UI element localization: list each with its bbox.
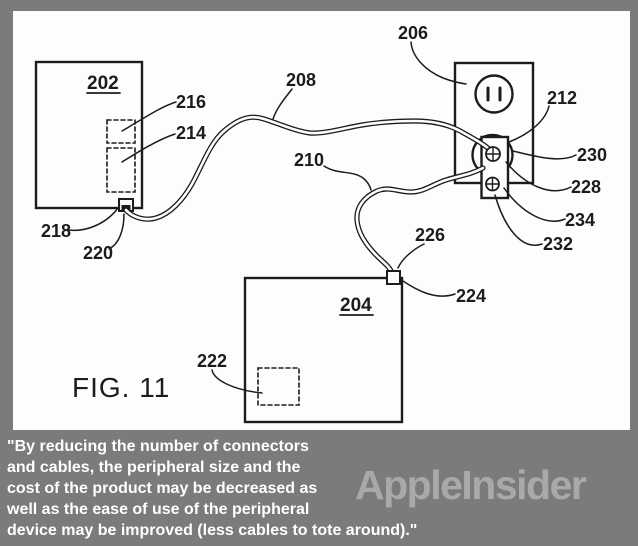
label-232: 232 xyxy=(543,234,573,254)
label-234: 234 xyxy=(565,210,595,230)
patent-figure-svg: 202 204 206 208 210 212 214 216 218 220 … xyxy=(13,11,630,430)
outlet-upper-receptacle xyxy=(474,74,514,114)
leader-218 xyxy=(68,207,119,232)
patent-figure-area: 202 204 206 208 210 212 214 216 218 220 … xyxy=(13,11,630,430)
leader-226 xyxy=(397,243,425,269)
caption-line: cost of the product may be decreased as xyxy=(7,480,318,497)
leader-208 xyxy=(272,88,293,120)
cable-210-core xyxy=(355,166,485,275)
label-224: 224 xyxy=(456,286,486,306)
label-216: 216 xyxy=(176,92,206,112)
caption-block: "By reducing the number of connectors an… xyxy=(7,436,567,541)
label-226: 226 xyxy=(415,225,445,245)
label-204: 204 xyxy=(340,295,372,316)
leader-224 xyxy=(402,280,456,297)
label-218: 218 xyxy=(41,221,71,241)
module-216-dashed-box xyxy=(106,119,136,144)
module-222-dashed-box xyxy=(257,367,300,406)
leader-222 xyxy=(211,369,263,394)
label-222: 222 xyxy=(197,351,227,371)
caption-line: well as the ease of use of the periphera… xyxy=(7,501,310,518)
leader-220 xyxy=(108,213,125,250)
screw-228-cross xyxy=(485,146,501,162)
screw-232-cross xyxy=(485,177,500,191)
label-214: 214 xyxy=(176,123,206,143)
label-230: 230 xyxy=(577,145,607,165)
leader-216 xyxy=(121,101,177,132)
label-228: 228 xyxy=(571,177,601,197)
leader-212 xyxy=(508,105,550,143)
caption-line: device may be improved (less cables to t… xyxy=(7,522,418,539)
label-202: 202 xyxy=(87,73,119,94)
leader-228 xyxy=(505,161,572,192)
leader-232 xyxy=(494,194,543,246)
cable-208-core xyxy=(124,115,494,221)
appleinsider-watermark: AppleInsider xyxy=(355,462,587,508)
caption-line: "By reducing the number of connectors xyxy=(7,438,309,455)
label-210: 210 xyxy=(294,150,324,170)
caption-line: and cables, the peripheral size and the xyxy=(7,459,301,476)
device-box-202 xyxy=(34,60,144,210)
leader-230 xyxy=(512,150,577,160)
module-214-dashed-box xyxy=(106,147,136,193)
paper-background xyxy=(13,11,630,430)
peripheral-box-204 xyxy=(243,276,404,424)
leader-214 xyxy=(121,133,176,163)
connector-224 xyxy=(386,270,401,285)
leader-234 xyxy=(503,187,566,222)
label-206: 206 xyxy=(398,23,428,43)
label-208: 208 xyxy=(286,70,316,90)
label-220: 220 xyxy=(83,243,113,263)
leader-206 xyxy=(410,41,467,85)
leader-210 xyxy=(323,165,372,191)
label-212: 212 xyxy=(547,88,577,108)
figure-number-label: FIG. 11 xyxy=(72,372,170,403)
